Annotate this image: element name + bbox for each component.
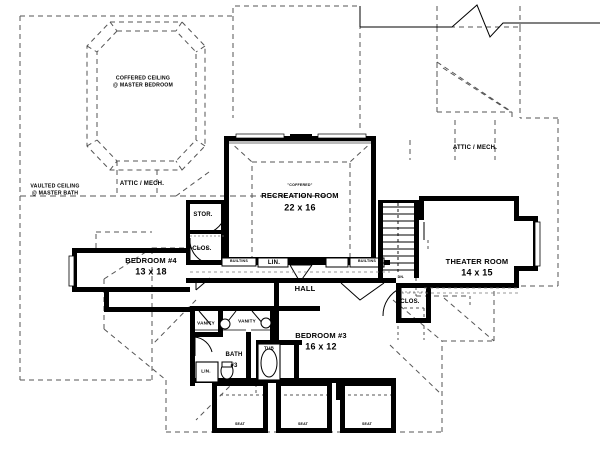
interior-thin-lines — [190, 235, 519, 331]
staircase — [383, 203, 414, 272]
door-swings — [189, 204, 425, 356]
roof-ridge-peak — [359, 4, 600, 38]
plumbing-fixtures — [219, 317, 278, 380]
